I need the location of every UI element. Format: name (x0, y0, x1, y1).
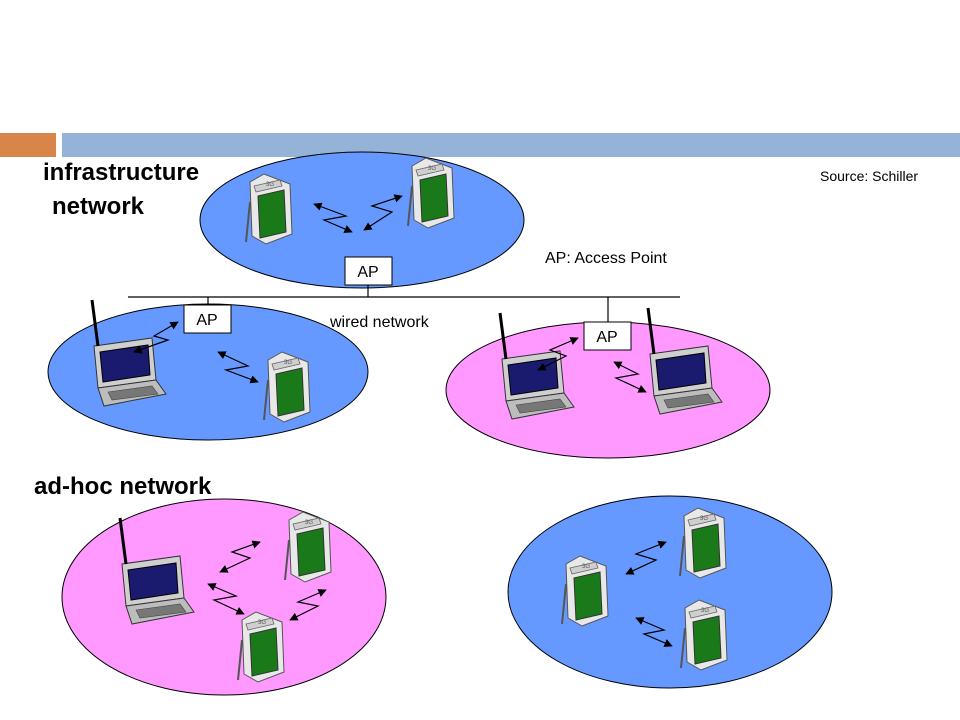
adhoc-cell-right (507, 495, 833, 689)
wireless-link (635, 617, 673, 647)
wireless-link (625, 540, 667, 575)
wireless-link (207, 583, 245, 615)
pda-icon (284, 511, 332, 583)
wireless-link (537, 337, 579, 371)
svg-text:AP: AP (196, 312, 217, 329)
access-point-top: AP (344, 256, 393, 286)
pda-icon (680, 599, 728, 671)
wireless-link (289, 589, 327, 621)
wireless-link (133, 321, 179, 354)
pda-icon (245, 173, 293, 245)
ap-legend: AP: Access Point (545, 250, 667, 267)
adhoc-cell-left (61, 498, 387, 696)
wireless-link (313, 202, 353, 233)
infrastructure-title: infrastructure (43, 159, 200, 186)
adhoc-title: ad-hoc network (34, 473, 212, 500)
svg-text:AP: AP (357, 264, 378, 281)
pda-icon (407, 157, 455, 229)
pda-icon (263, 351, 311, 423)
access-point-left: AP (183, 304, 232, 334)
svg-text:AP: AP (596, 329, 617, 346)
wireless-link (363, 194, 403, 231)
access-point-right: AP (583, 321, 632, 351)
wired-network-label: wired network (330, 314, 429, 331)
wireless-link (219, 540, 261, 573)
wireless-link (217, 351, 259, 384)
header-band (62, 133, 960, 157)
accent-bar (0, 133, 56, 157)
wireless-link (613, 361, 647, 393)
source-credit: Source: Schiller (820, 168, 919, 184)
infrastructure-title-line2: network (52, 193, 145, 220)
pda-icon (561, 555, 609, 627)
pda-icon (237, 611, 285, 683)
pda-icon (679, 507, 727, 579)
